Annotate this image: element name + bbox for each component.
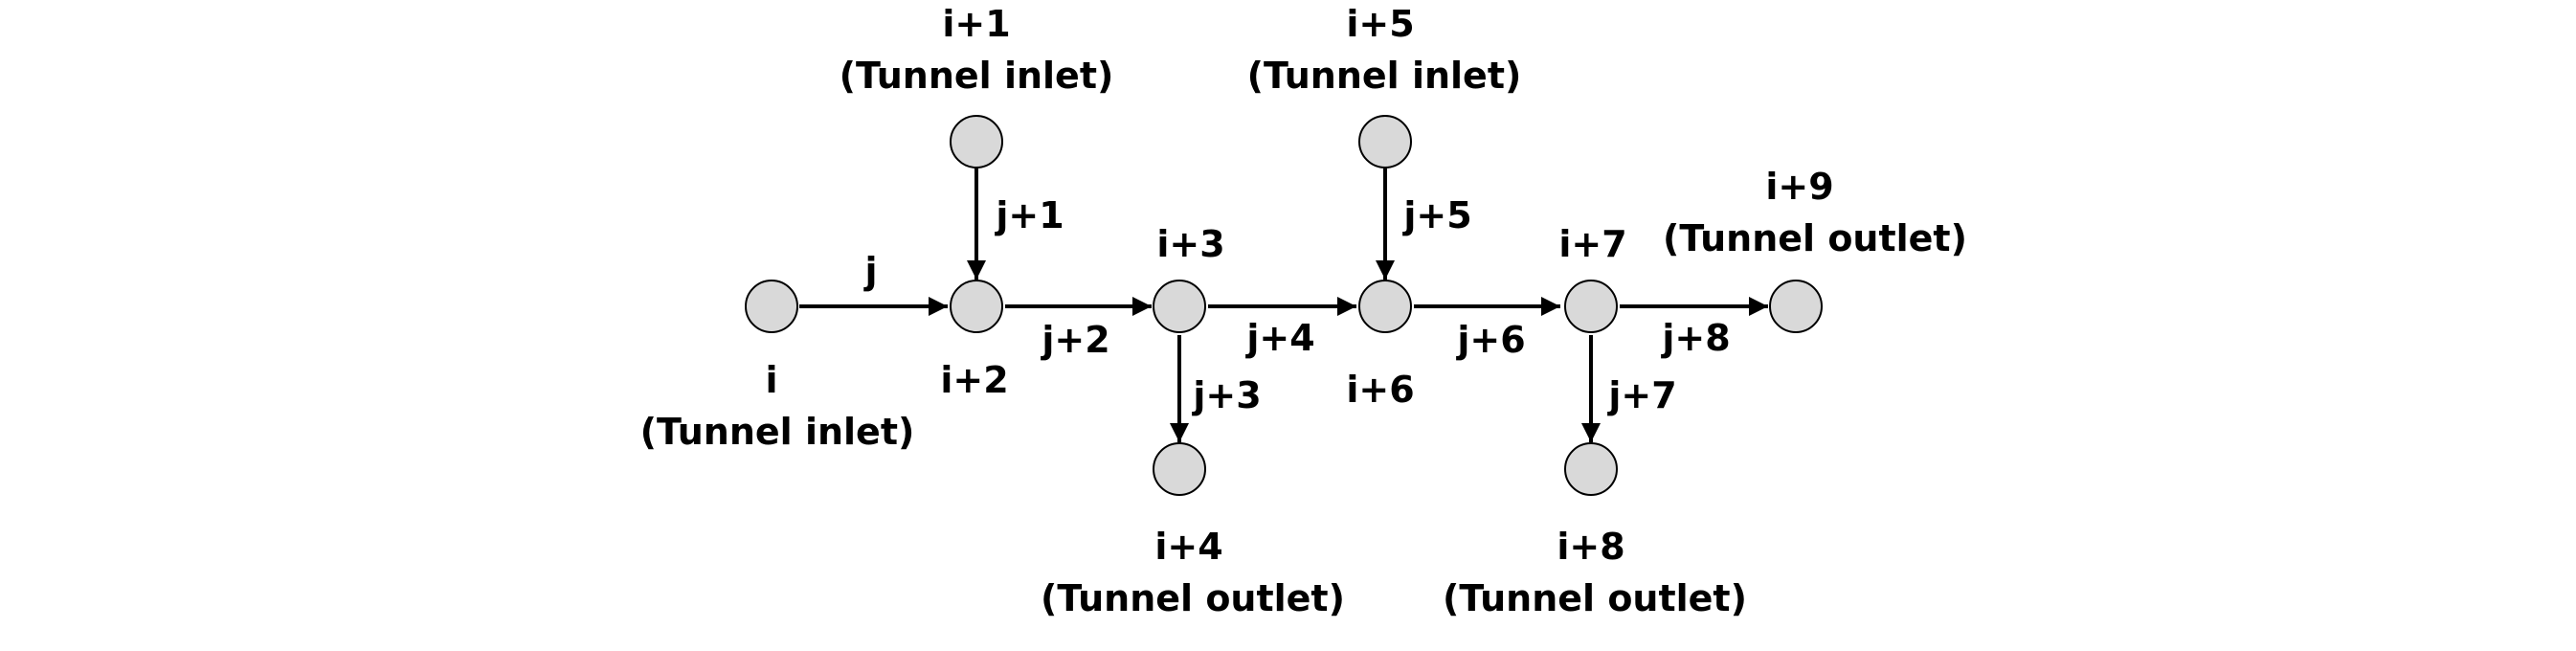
node-i-plus-1	[950, 115, 1003, 168]
node-note-i: (Tunnel inlet)	[640, 411, 915, 453]
node-note-i-plus-4: (Tunnel outlet)	[1041, 577, 1345, 619]
nodes	[745, 115, 1823, 496]
node-label-i-plus-3: i+3	[1156, 223, 1224, 265]
node-i-plus-7	[1564, 280, 1618, 333]
node-i-plus-8	[1564, 442, 1618, 496]
edge-label-j-plus-3: j+3	[1191, 374, 1261, 416]
edges	[799, 168, 1768, 442]
node-label-i-plus-2: i+2	[940, 359, 1008, 401]
node-label-i-plus-6: i+6	[1346, 369, 1414, 411]
node-note-i-plus-8: (Tunnel outlet)	[1443, 577, 1747, 619]
edge-label-j-plus-8: j+8	[1660, 317, 1730, 359]
node-note-i-plus-9: (Tunnel outlet)	[1663, 217, 1967, 259]
node-note-i-plus-5: (Tunnel inlet)	[1247, 55, 1522, 97]
edge-label-j-plus-1: j+1	[994, 194, 1064, 236]
node-label-i-plus-1: i+1	[942, 3, 1010, 45]
edge-label-j: j	[862, 250, 877, 292]
node-i-plus-2	[950, 280, 1003, 333]
node-i-plus-3	[1153, 280, 1206, 333]
node-note-i-plus-1: (Tunnel inlet)	[840, 55, 1114, 97]
node-label-i-plus-4: i+4	[1154, 526, 1222, 568]
node-i-plus-6	[1358, 280, 1412, 333]
edge-label-j-plus-7: j+7	[1606, 374, 1676, 416]
edge-labels: j j+1 j+2 j+3 j+4 j+5 j+6 j+7 j+8	[862, 194, 1730, 416]
node-i-plus-5	[1358, 115, 1412, 168]
edge-label-j-plus-5: j+5	[1401, 194, 1471, 236]
node-label-i-plus-9: i+9	[1765, 166, 1833, 208]
node-i	[745, 280, 798, 333]
edge-label-j-plus-2: j+2	[1040, 319, 1109, 361]
edge-label-j-plus-6: j+6	[1455, 319, 1525, 361]
edge-label-j-plus-4: j+4	[1244, 317, 1314, 359]
node-label-i-plus-7: i+7	[1558, 223, 1626, 265]
node-labels: i (Tunnel inlet) i+1 (Tunnel inlet) i+2 …	[640, 3, 1967, 619]
node-i-plus-9	[1769, 280, 1823, 333]
node-label-i-plus-8: i+8	[1557, 526, 1624, 568]
node-label-i-plus-5: i+5	[1346, 3, 1414, 45]
node-label-i: i	[765, 359, 777, 401]
node-i-plus-4	[1153, 442, 1206, 496]
